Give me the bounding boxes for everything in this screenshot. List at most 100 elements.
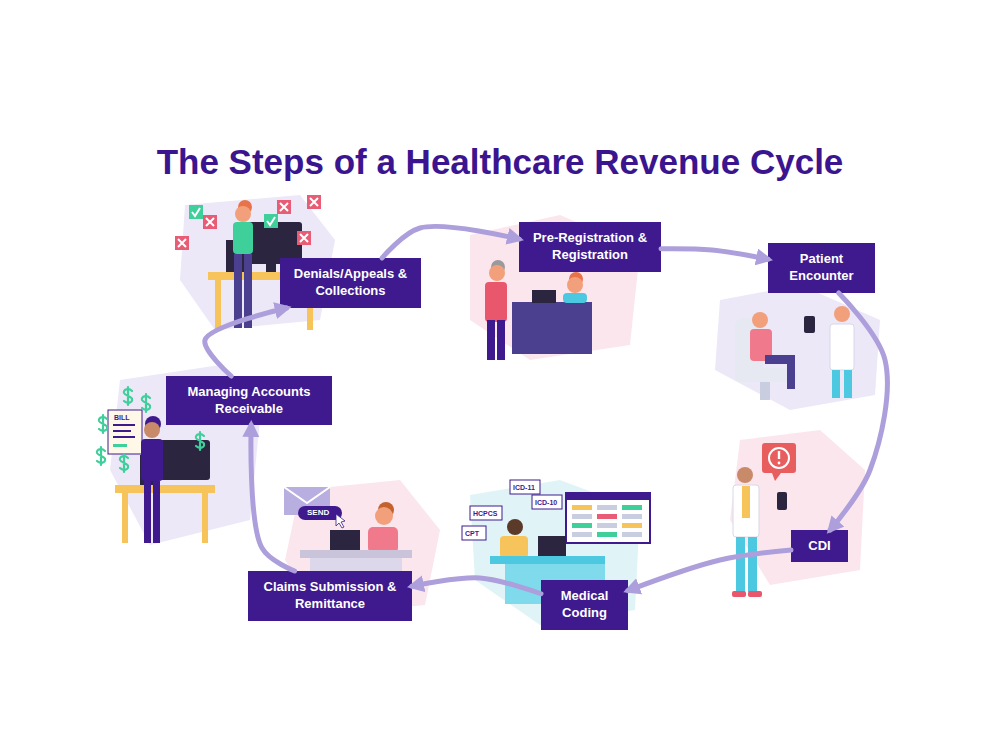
- shirt: [742, 486, 750, 518]
- cycle-arrow: [830, 293, 887, 530]
- illustration-label: HCPCS: [473, 510, 498, 517]
- x-mark: [310, 198, 318, 206]
- torso: [233, 222, 253, 254]
- background-blob: [715, 285, 880, 410]
- tablet: [804, 316, 815, 333]
- step-box: CDI: [791, 530, 848, 562]
- spreadsheet-cell: [622, 505, 642, 510]
- code-card: [532, 495, 562, 509]
- step-label: Patient Encounter: [774, 251, 869, 285]
- illustration-label: ICD-10: [535, 499, 557, 506]
- shoe: [732, 591, 746, 597]
- x-box: [297, 231, 311, 245]
- check-box: [189, 205, 203, 219]
- step-box: Managing Accounts Receivable: [166, 376, 332, 425]
- dollar-symbol: [196, 432, 204, 450]
- head: [737, 467, 753, 483]
- alert-icon: [778, 462, 781, 465]
- illustration-label: BILL: [114, 414, 130, 421]
- cycle-arrow: [661, 249, 768, 259]
- illustration-label: SEND: [307, 509, 329, 517]
- step-label: Managing Accounts Receivable: [172, 384, 326, 418]
- phone: [777, 492, 787, 510]
- head: [375, 507, 393, 525]
- spreadsheet-cell: [622, 523, 642, 528]
- x-box: [307, 195, 321, 209]
- laptop: [532, 290, 556, 303]
- dollar-symbol: [97, 447, 105, 465]
- dollar-symbol: [124, 387, 132, 405]
- bill-line: [113, 430, 131, 432]
- head: [567, 277, 583, 293]
- desk-leg: [215, 280, 221, 330]
- bill-line: [113, 436, 135, 438]
- illustration-label: CPT: [465, 530, 479, 537]
- check-mark: [192, 208, 200, 216]
- x-box: [277, 200, 291, 214]
- spreadsheet-cell: [572, 505, 592, 510]
- laptop: [330, 530, 360, 550]
- spreadsheet-cell: [572, 523, 592, 528]
- desk: [115, 485, 215, 493]
- code-card: [462, 526, 486, 540]
- spreadsheet-cell: [597, 505, 617, 510]
- step-box: Pre-Registration & Registration: [519, 222, 661, 272]
- step-label: Claims Submission & Remittance: [254, 579, 406, 613]
- torso: [500, 536, 528, 558]
- illustration-label: ICD-11: [513, 484, 535, 491]
- monitor-stand: [266, 264, 276, 272]
- torso: [563, 293, 587, 303]
- leg: [144, 481, 151, 543]
- spreadsheet: [566, 493, 650, 543]
- step-box: Denials/Appeals & Collections: [280, 258, 421, 308]
- torso: [141, 439, 163, 481]
- spreadsheet-cell: [597, 514, 617, 519]
- spreadsheet-cell: [572, 514, 592, 519]
- torso: [368, 527, 398, 553]
- leg: [487, 320, 495, 360]
- check-mark: [267, 217, 275, 225]
- cycle-arrow: [628, 550, 791, 591]
- head: [752, 312, 768, 328]
- bill-line: [113, 444, 127, 447]
- step-label: Medical Coding: [547, 588, 622, 622]
- alert-bubble-tail: [772, 473, 781, 481]
- spreadsheet-cell: [597, 532, 617, 537]
- desk-leg: [202, 493, 208, 543]
- bill-line: [113, 424, 135, 426]
- cycle-arrow: [251, 425, 295, 571]
- exam-chair-base: [760, 382, 770, 400]
- x-mark: [178, 239, 186, 247]
- bill-paper: [108, 410, 142, 454]
- cycle-arrow: [382, 226, 519, 258]
- dollar-symbol: [120, 454, 128, 472]
- leg: [748, 537, 757, 592]
- doctor-coat: [830, 324, 854, 370]
- head: [235, 206, 251, 222]
- step-label: Denials/Appeals & Collections: [286, 266, 415, 300]
- envelope-flap: [284, 487, 330, 503]
- cycle-arrow: [205, 308, 287, 376]
- code-card: [470, 506, 502, 520]
- leg: [844, 370, 852, 398]
- desk: [490, 556, 605, 564]
- send-button: [298, 506, 342, 520]
- spreadsheet-header: [566, 493, 650, 500]
- step-label: CDI: [808, 538, 830, 555]
- x-mark: [280, 203, 288, 211]
- leg: [153, 481, 160, 543]
- laptop: [538, 536, 566, 556]
- cursor: [336, 514, 345, 528]
- head: [489, 265, 505, 281]
- doctor-coat: [733, 485, 759, 537]
- step-label: Pre-Registration & Registration: [525, 230, 655, 264]
- leg: [787, 355, 795, 389]
- x-mark: [300, 234, 308, 242]
- spreadsheet-cell: [572, 532, 592, 537]
- code-card: [510, 480, 540, 494]
- alert-icon: [778, 451, 780, 459]
- torso: [485, 282, 507, 322]
